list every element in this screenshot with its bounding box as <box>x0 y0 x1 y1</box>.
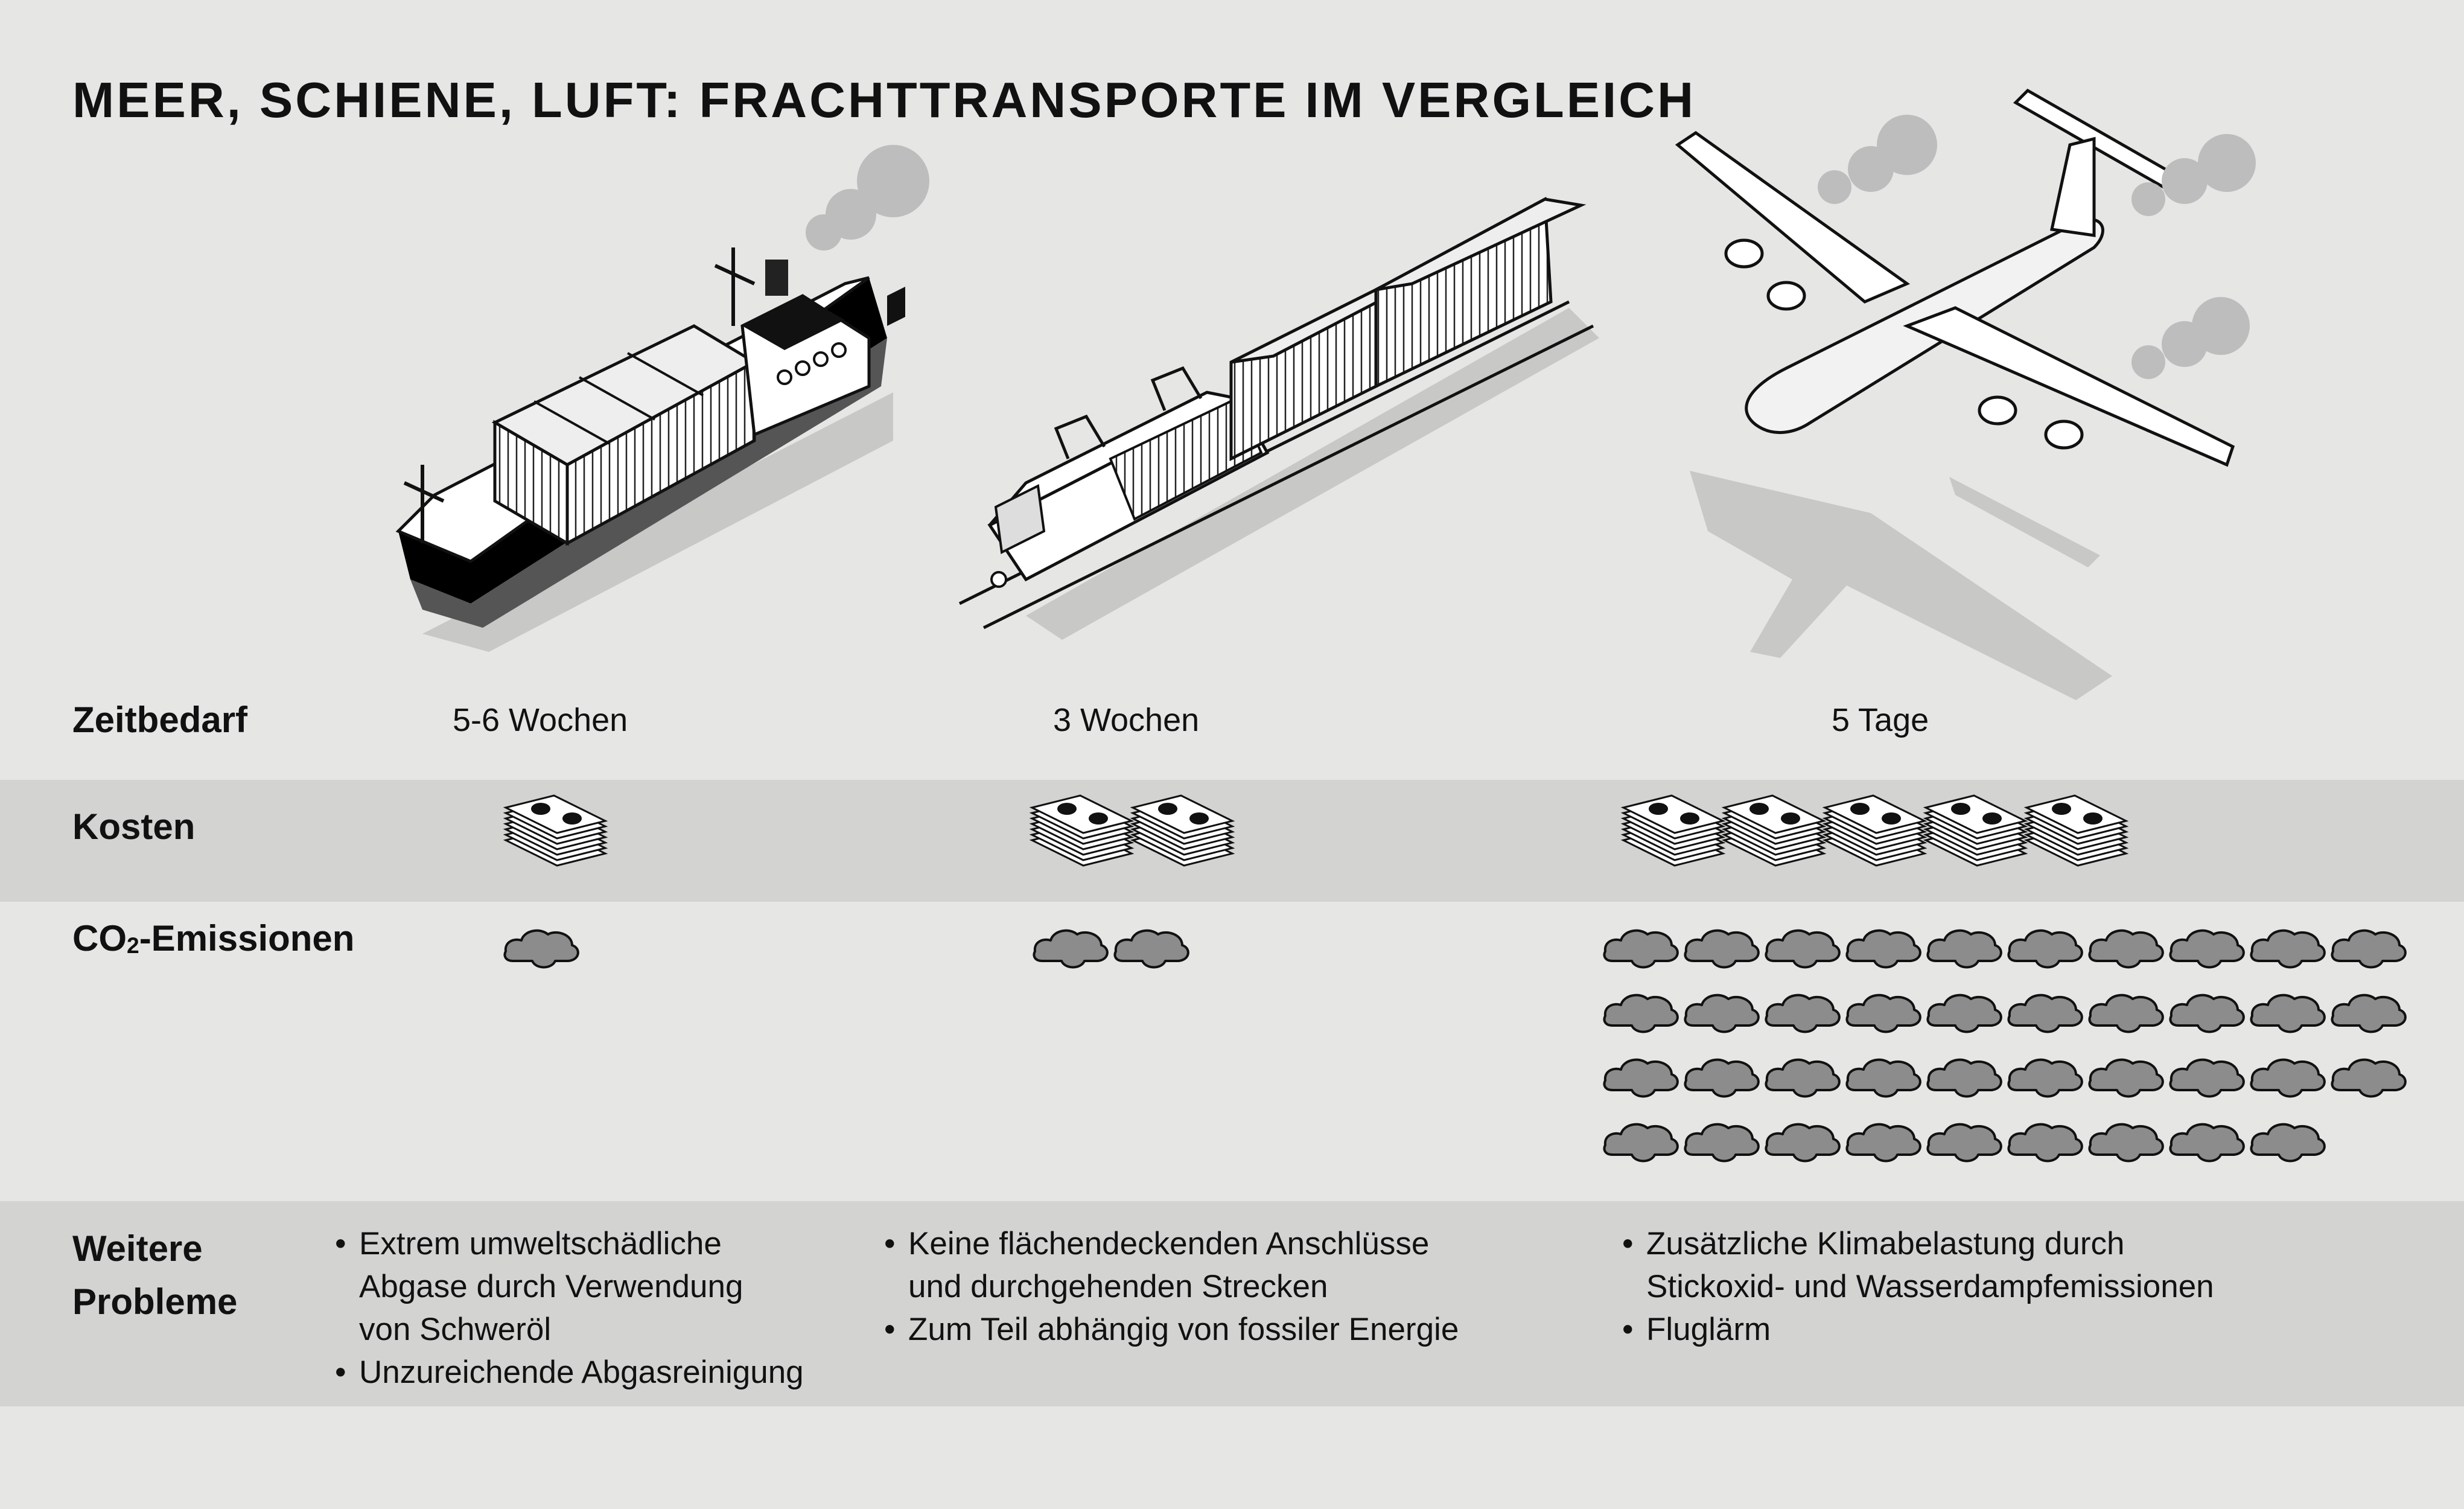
co2-cloud-icon <box>1684 1123 1760 1163</box>
co2-cloud-icon <box>2169 994 2245 1033</box>
co2-label-post: -Emissionen <box>139 918 355 959</box>
co2-cloud-icon <box>2007 994 2083 1033</box>
co2-cloud-icon <box>2250 994 2326 1033</box>
co2-cloud-icon <box>2331 1058 2407 1098</box>
probleme-label-1: Weitere <box>72 1228 203 1269</box>
co2-icons <box>503 929 2407 1163</box>
co2-cloud-icon <box>2007 1123 2083 1163</box>
co2-cloud-icon <box>2088 1123 2164 1163</box>
zeit-label: Zeitbedarf <box>72 700 248 740</box>
co2-cloud-icon <box>2250 1058 2326 1098</box>
co2-cloud-icon <box>2250 1123 2326 1163</box>
co2-cloud-icon <box>1765 994 1841 1033</box>
co2-cloud-icon <box>2169 1058 2245 1098</box>
co2-cloud-icon <box>1603 1123 1679 1163</box>
probleme-list-airplane: Zusätzliche Klimabelastung durch Stickox… <box>1622 1222 2214 1351</box>
probleme-list-train: Keine flächendeckenden Anschlüsse und du… <box>884 1222 1459 1351</box>
co2-cloud-icon <box>2007 1058 2083 1098</box>
probleme-label: Weitere Probleme <box>72 1222 237 1329</box>
co2-cloud-icon <box>1684 994 1760 1033</box>
train-icon <box>958 196 1599 640</box>
ship-icon <box>395 145 929 652</box>
co2-cloud-icon <box>1603 929 1679 969</box>
co2-cloud-icon <box>1926 1058 2002 1098</box>
money-stack-icon <box>1822 794 1928 867</box>
co2-cloud-icon <box>1845 929 1921 969</box>
money-stack-icon <box>1620 794 1726 867</box>
co2-cloud-icon <box>1603 994 1679 1033</box>
money-stack-icon <box>2023 794 2129 867</box>
money-stack-icon <box>1029 794 1135 867</box>
co2-cloud-icon <box>2088 1058 2164 1098</box>
money-stack-icon <box>503 794 608 867</box>
unit-icons <box>503 794 2407 1163</box>
co2-cloud-icon <box>2331 994 2407 1033</box>
co2-cloud-icon <box>1845 1123 1921 1163</box>
co2-cloud-icon <box>1113 929 1189 969</box>
co2-cloud-icon <box>503 929 579 969</box>
money-stack-icon <box>1721 794 1827 867</box>
money-icons <box>503 794 2129 867</box>
co2-label: CO2-Emissionen <box>72 917 354 959</box>
co2-cloud-icon <box>1603 1058 1679 1098</box>
problem-item: Extrem umweltschädliche Abgase durch Ver… <box>335 1222 804 1351</box>
co2-cloud-icon <box>1926 1123 2002 1163</box>
co2-cloud-icon <box>1684 1058 1760 1098</box>
kosten-label: Kosten <box>72 806 196 847</box>
co2-cloud-icon <box>1926 994 2002 1033</box>
co2-cloud-icon <box>1926 929 2002 969</box>
probleme-label-2: Probleme <box>72 1281 238 1322</box>
illustrations <box>395 88 2256 700</box>
co2-cloud-icon <box>1033 929 1109 969</box>
co2-cloud-icon <box>1765 929 1841 969</box>
co2-cloud-icon <box>1765 1123 1841 1163</box>
co2-cloud-icon <box>1845 994 1921 1033</box>
co2-label-sub: 2 <box>127 933 139 959</box>
co2-cloud-icon <box>2250 929 2326 969</box>
co2-cloud-icon <box>2088 929 2164 969</box>
co2-cloud-icon <box>1845 1058 1921 1098</box>
zeit-value-ship: 5-6 Wochen <box>453 702 628 738</box>
co2-cloud-icon <box>2007 929 2083 969</box>
page-title: MEER, SCHIENE, LUFT: FRACHTTRANSPORTE IM… <box>72 72 1696 128</box>
co2-cloud-icon <box>2169 1123 2245 1163</box>
airplane-icon <box>1675 88 2256 700</box>
co2-cloud-icon <box>2331 929 2407 969</box>
problem-item: Zum Teil abhängig von fossiler Energie <box>884 1308 1459 1351</box>
probleme-list-ship: Extrem umweltschädliche Abgase durch Ver… <box>335 1222 804 1394</box>
co2-cloud-icon <box>1765 1058 1841 1098</box>
problem-item: Keine flächendeckenden Anschlüsse und du… <box>884 1222 1459 1308</box>
problem-item: Zusätzliche Klimabelastung durch Stickox… <box>1622 1222 2214 1308</box>
money-stack-icon <box>1923 794 2028 867</box>
co2-cloud-icon <box>1684 929 1760 969</box>
problem-item: Fluglärm <box>1622 1308 2214 1351</box>
co2-cloud-icon <box>2088 994 2164 1033</box>
problem-item: Unzureichende Abgasreinigung <box>335 1351 804 1394</box>
co2-label-pre: CO <box>72 918 127 959</box>
zeit-value-airplane: 5 Tage <box>1832 702 1929 738</box>
co2-cloud-icon <box>2169 929 2245 969</box>
money-stack-icon <box>1130 794 1235 867</box>
zeit-value-train: 3 Wochen <box>1053 702 1200 738</box>
